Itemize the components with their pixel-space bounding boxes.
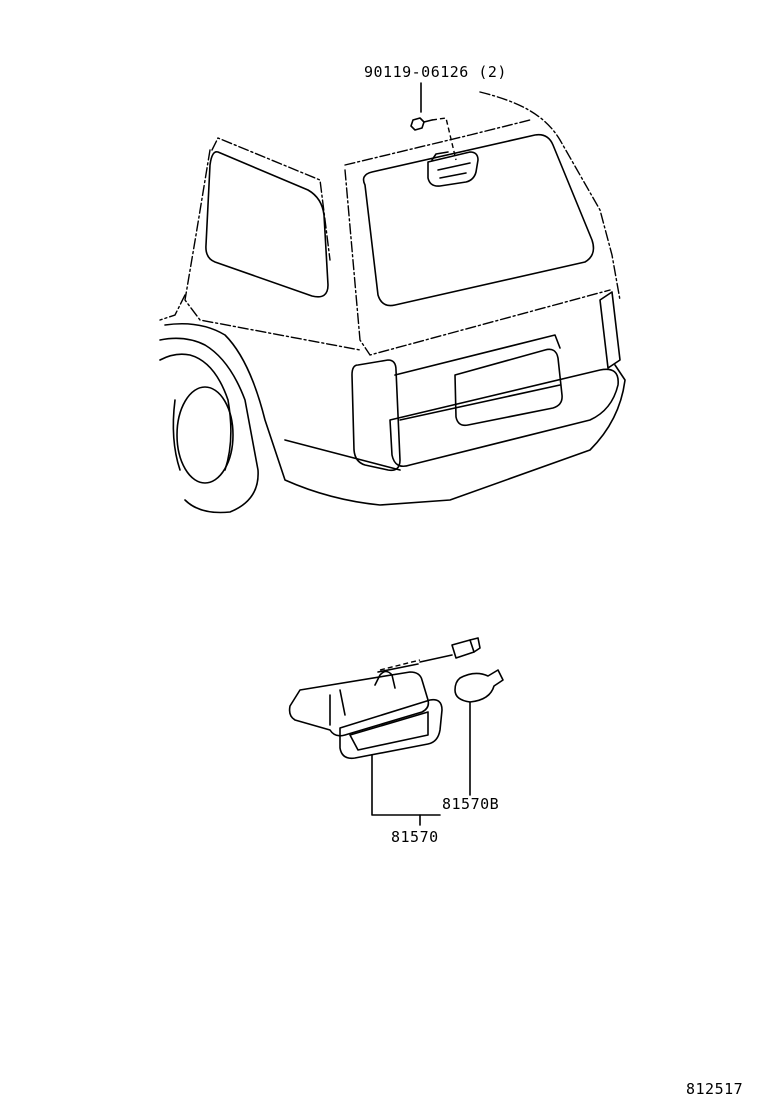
stop-lamp-assembly [288, 637, 504, 826]
bolt-part-number-label: 90119-06126 (2) [364, 63, 507, 81]
lamp-assembly-part-number-label: 81570 [391, 828, 439, 846]
bolt-part [410, 82, 457, 161]
vehicle-rear-view [159, 91, 626, 514]
bulb-part-number-label: 81570B [442, 795, 500, 813]
figure-number-label: 812517 [686, 1080, 744, 1098]
installed-stop-lamp [427, 151, 479, 187]
